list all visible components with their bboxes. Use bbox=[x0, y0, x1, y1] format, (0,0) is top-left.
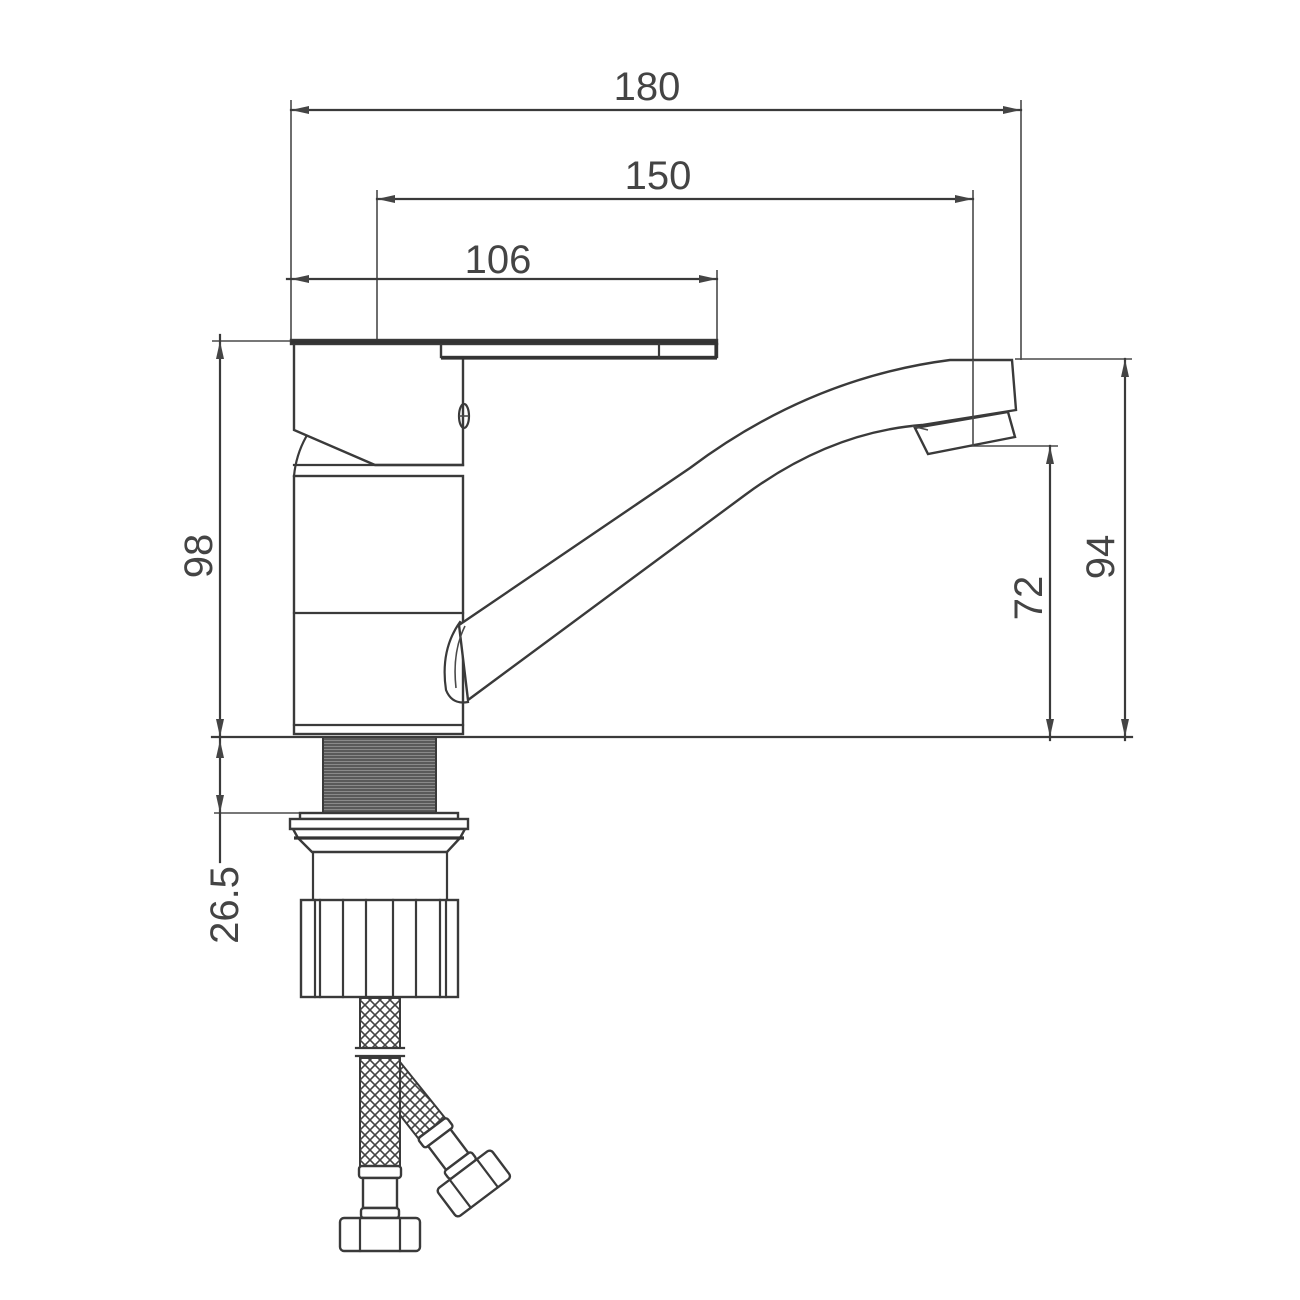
faucet-body bbox=[292, 341, 471, 736]
dimension-label-98: 98 bbox=[177, 534, 221, 579]
dimension-label-180: 180 bbox=[614, 65, 681, 109]
dimension-thread-length: 26.5 bbox=[203, 735, 320, 944]
dimension-label-94: 94 bbox=[1079, 535, 1123, 580]
spout bbox=[443, 358, 1018, 704]
dimension-label-106: 106 bbox=[465, 238, 532, 282]
dimension-spout-top-height: 94 bbox=[1015, 357, 1132, 742]
dimension-overall-length: 180 bbox=[289, 65, 1023, 360]
dimension-label-26-5: 26.5 bbox=[203, 866, 247, 944]
lever-handle bbox=[289, 338, 719, 360]
dimension-spout-outlet-height: 72 bbox=[965, 444, 1058, 742]
dimension-body-height: 98 bbox=[177, 333, 295, 739]
mounting-nut bbox=[288, 811, 470, 999]
supply-hose-angled bbox=[399, 1059, 512, 1218]
dimension-label-150: 150 bbox=[625, 154, 692, 198]
dimension-label-72: 72 bbox=[1007, 576, 1051, 621]
dimension-handle-length: 106 bbox=[285, 238, 719, 345]
supply-hose-straight bbox=[338, 997, 422, 1253]
mounting-thread bbox=[322, 736, 437, 814]
dimension-spout-reach: 150 bbox=[375, 154, 975, 445]
